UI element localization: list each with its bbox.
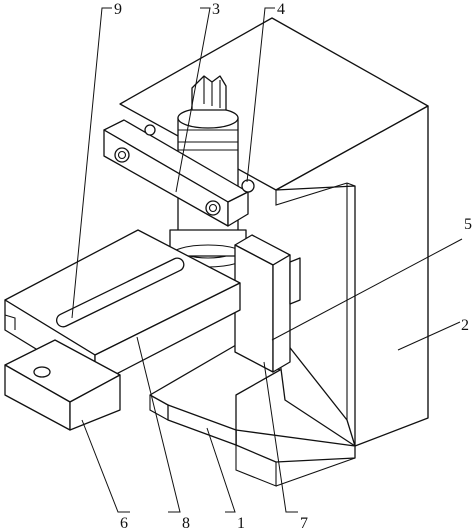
label-4: 4 <box>277 1 285 18</box>
label-2: 2 <box>461 317 469 334</box>
guide-block-part-6 <box>4 339 121 431</box>
bracket-part-7 <box>234 234 301 373</box>
label-9: 9 <box>114 1 122 18</box>
c-frame-part-2 <box>119 17 429 487</box>
label-1: 1 <box>237 515 245 531</box>
clamp-plate-part-4 <box>103 119 255 227</box>
slotted-table-part-8 <box>4 229 241 386</box>
part-labels: 9 3 4 5 2 6 8 1 7 <box>114 1 472 531</box>
label-3: 3 <box>212 1 220 18</box>
label-8: 8 <box>182 515 190 531</box>
leader-lines <box>71 7 463 513</box>
label-7: 7 <box>300 515 308 531</box>
label-6: 6 <box>120 515 128 531</box>
label-5: 5 <box>464 216 472 233</box>
